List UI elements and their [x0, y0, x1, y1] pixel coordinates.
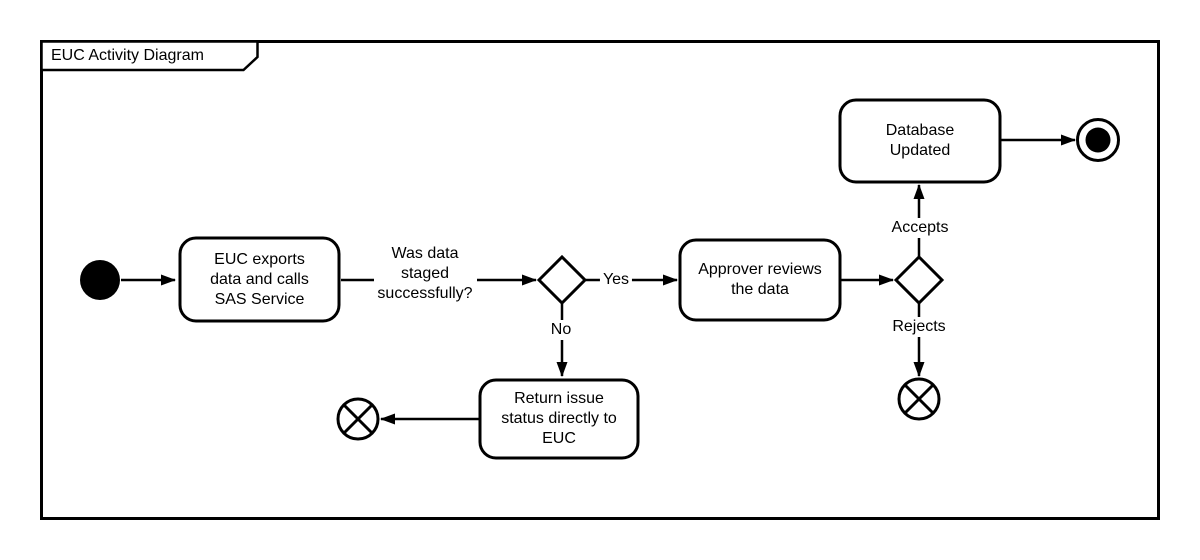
- title-tab: [40, 40, 259, 72]
- x-cross-icon: [342, 403, 374, 435]
- task-approver-review[interactable]: [678, 238, 842, 322]
- end-event[interactable]: [1076, 118, 1120, 162]
- gateway-staged-successfully[interactable]: [536, 254, 588, 306]
- task-return-issue[interactable]: [478, 378, 640, 460]
- gateway-approver-decision[interactable]: [893, 254, 945, 306]
- task-database-updated[interactable]: [838, 98, 1002, 184]
- start-event[interactable]: [80, 260, 120, 300]
- task-export-sas[interactable]: [178, 236, 341, 323]
- cancel-end-event-left[interactable]: [336, 397, 380, 441]
- end-event-inner-dot-icon: [1085, 127, 1111, 153]
- cancel-end-event-right[interactable]: [897, 377, 941, 421]
- x-cross-icon: [903, 383, 935, 415]
